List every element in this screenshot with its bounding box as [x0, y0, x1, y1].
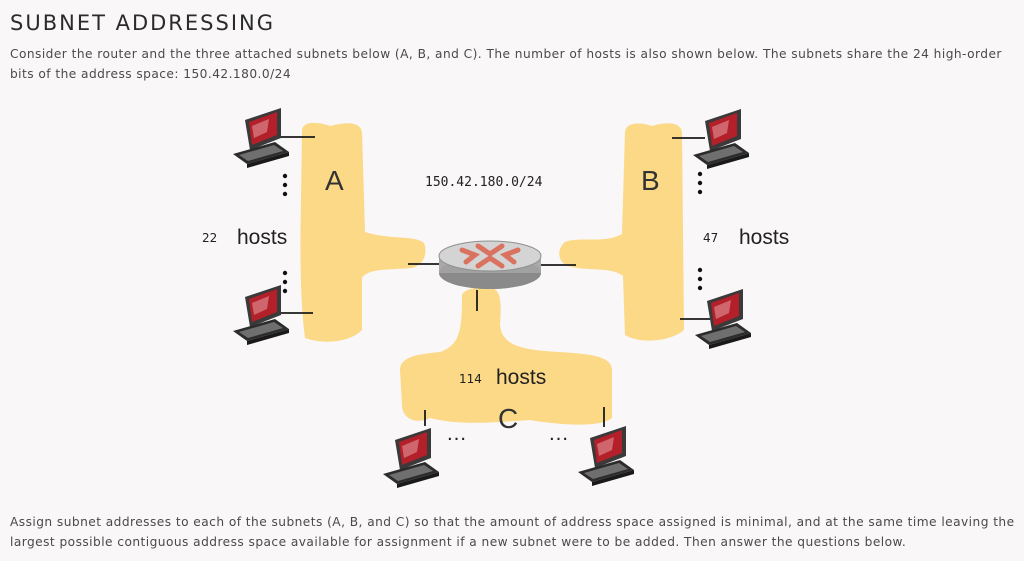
subnet-a-label: A — [325, 165, 344, 196]
subnet-b-host-count: 47 — [703, 231, 718, 245]
intro-text: Consider the router and the three attach… — [10, 47, 1002, 81]
subnet-a-region — [300, 122, 426, 342]
subnet-c-hosts-word: hosts — [496, 366, 546, 389]
ellipsis-right: … — [548, 422, 569, 445]
network-address: 150.42.180.0/24 — [425, 175, 543, 190]
computer-icon — [578, 426, 634, 486]
router-icon — [438, 240, 542, 289]
computer-icon — [693, 109, 749, 169]
subnet-b-hosts-word: hosts — [739, 226, 789, 249]
subnet-c-region — [400, 287, 612, 425]
subnet-b-label: B — [641, 165, 660, 196]
task-text: Assign subnet addresses to each of the s… — [10, 515, 1015, 549]
subnet-a-host-count: 22 — [202, 231, 217, 245]
links — [278, 136, 710, 427]
subnet-c-host-count: 114 — [459, 372, 482, 386]
subnet-b-region — [559, 123, 684, 341]
computer-icon — [233, 108, 289, 168]
subnet-a-hosts-word: hosts — [237, 226, 287, 249]
computer-icon — [383, 428, 439, 488]
subnet-c-label: C — [498, 403, 518, 434]
vertical-dots — [282, 171, 703, 294]
computer-icon — [233, 285, 289, 345]
page-title: SUBNET ADDRESSING — [10, 11, 275, 35]
ellipsis-left: … — [446, 422, 467, 445]
